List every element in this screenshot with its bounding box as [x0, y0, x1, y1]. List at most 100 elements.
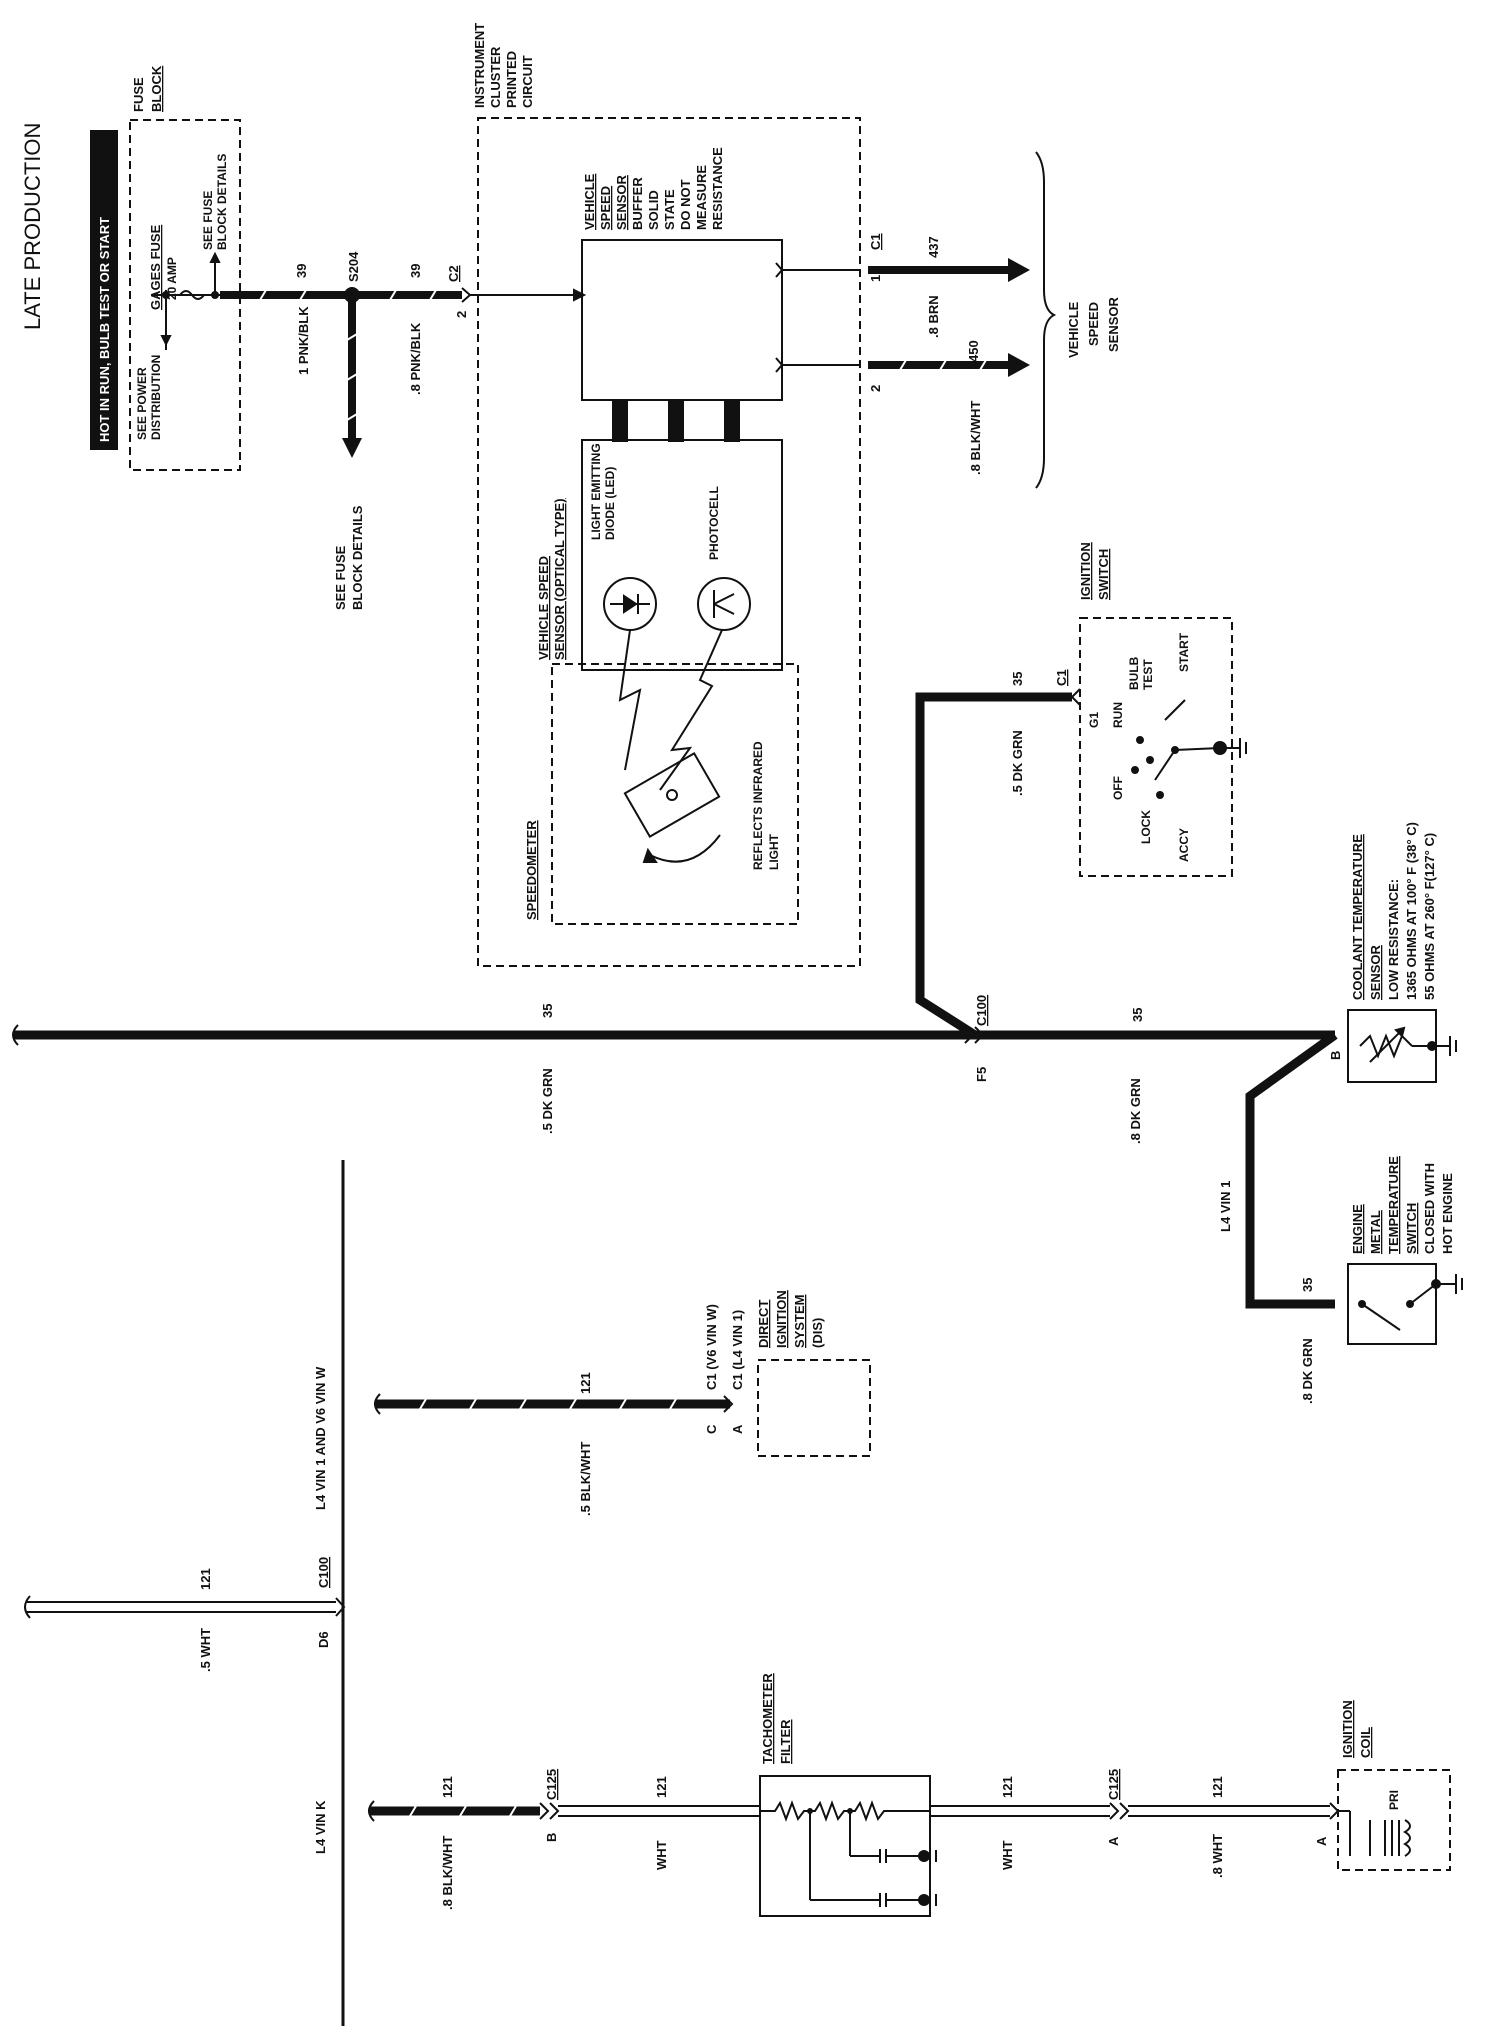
wht-wire	[24, 1595, 346, 1619]
buffer-8: MEASURE	[694, 165, 709, 230]
l4-vin1-wire	[1245, 1031, 1338, 1309]
wire1-circuit: 39	[294, 264, 309, 278]
vss-title-2: SPEED	[1086, 302, 1101, 346]
ign-bulb-1: BULB	[1127, 656, 1141, 690]
ign-off: OFF	[1111, 776, 1125, 800]
vss-w2-label: .8 BLK/WHT	[968, 401, 983, 475]
pin2: 2	[868, 385, 883, 392]
metal-title-1: ENGINE	[1350, 1204, 1365, 1254]
hot-banner-box	[90, 130, 118, 450]
l4-vin1-label: L4 VIN 1	[1218, 1181, 1233, 1232]
buffer-links	[612, 400, 740, 442]
buffer-9: RESISTANCE	[710, 147, 725, 230]
tach-filter-title-1: TACHOMETER	[760, 1673, 775, 1764]
dis-c1-v6: C1 (V6 VIN W)	[704, 1304, 719, 1390]
vss-w1-circuit: 437	[926, 236, 941, 258]
tach-c125-left-label: C125	[544, 1769, 559, 1800]
buffer-4: BUFFER	[630, 177, 645, 230]
bus-c100: C100	[974, 995, 989, 1026]
c1-output-label: C1	[868, 233, 883, 250]
metal-title-6: HOT ENGINE	[1440, 1173, 1455, 1254]
buffer-3: SENSOR	[614, 174, 629, 230]
tach-pin-a: A	[1106, 1836, 1121, 1846]
tach-w1-end	[368, 1800, 375, 1822]
wire1-label: 1 PNK/BLK	[296, 306, 311, 375]
gages-fuse-label: GAGES FUSE	[148, 224, 163, 310]
vss-w2-circuit: 450	[966, 340, 981, 362]
c2-connector	[461, 287, 587, 303]
tach-filter-box	[759, 1775, 931, 1917]
metal-title-5: CLOSED WITH	[1422, 1163, 1437, 1254]
ign-wire-circuit: 35	[1010, 672, 1025, 686]
vss-w1-label: .8 BRN	[926, 295, 941, 338]
cluster-title-3: PRINTED	[504, 51, 519, 108]
coil-pin-a: A	[1314, 1836, 1329, 1846]
dis-title-4: (DIS)	[810, 1318, 825, 1348]
wire2-label: .8 PNK/BLK	[408, 322, 423, 395]
ign-c1: C1	[1054, 669, 1069, 686]
photocell-icon	[697, 577, 751, 631]
wht-wire-circuit: 121	[198, 1568, 213, 1590]
wire-stripes	[259, 289, 437, 421]
coil-title-2: COIL	[1358, 1727, 1373, 1758]
tach-pin-b: B	[544, 1833, 559, 1842]
dis-wire-circuit: 121	[578, 1372, 593, 1394]
fuse-block-title: FUSE	[131, 77, 146, 112]
dis-title-3: SYSTEM	[792, 1295, 807, 1348]
c2-label: C2	[446, 265, 461, 282]
wire2-circuit: 39	[408, 264, 423, 278]
coil-icon	[1338, 1810, 1411, 1857]
see-power-1: SEE POWER	[135, 367, 149, 440]
vss-arrow-2	[1008, 353, 1030, 377]
wht-wire-label: .5 WHT	[198, 1628, 213, 1672]
cluster-outline	[477, 117, 861, 967]
bus-c100-connector	[964, 1026, 985, 1044]
fuse-block-outline	[129, 119, 241, 471]
ign-switch-title-2: SWITCH	[1096, 549, 1111, 600]
tach-filter-dots	[807, 1808, 930, 1906]
tach-vin-label: L4 VIN K	[313, 1800, 328, 1854]
ign-start: START	[1177, 632, 1191, 672]
ign-switch-contacts	[1131, 699, 1247, 799]
buffer-2: SPEED	[598, 186, 613, 230]
ign-bulb-2: TEST	[1141, 659, 1155, 690]
buffer-7: DO NOT	[678, 179, 693, 230]
fuse-symbol	[152, 251, 221, 350]
tach-c125-right-label: C125	[1106, 1769, 1121, 1800]
dis-title-1: DIRECT	[756, 1300, 771, 1348]
ign-switch-box	[1079, 617, 1233, 877]
ignition-coil-box	[1337, 1769, 1451, 1871]
splice-s204	[344, 287, 360, 303]
bus-left-label: .5 DK GRN	[540, 1068, 555, 1134]
speedometer-label: SPEEDOMETER	[524, 820, 539, 920]
splice-label: S204	[346, 251, 361, 282]
tach-w2-circuit: 121	[654, 1776, 669, 1798]
ign-switch-title-1: IGNITION	[1078, 542, 1093, 600]
ign-feed-wire	[915, 692, 1072, 1039]
dis-pin-c: C	[704, 1424, 719, 1434]
tach-w4-label: .8 WHT	[1210, 1834, 1225, 1878]
coolant-title-1: COOLANT TEMPERATURE	[1350, 834, 1365, 1000]
cluster-title-4: CIRCUIT	[520, 55, 535, 108]
vss-stripes	[899, 359, 987, 371]
tach-w1-label: .8 BLK/WHT	[440, 1836, 455, 1910]
dis-stripes	[419, 1398, 677, 1410]
vss-title-3: SENSOR	[1106, 296, 1121, 352]
metal-title-4: SWITCH	[1404, 1203, 1419, 1254]
ign-wire-label: .5 DK GRN	[1010, 730, 1025, 796]
tach-w3-label: WHT	[1000, 1840, 1015, 1870]
c2-pin: 2	[454, 311, 469, 318]
vss-title-1: VEHICLE	[1066, 301, 1081, 358]
ign-lock: LOCK	[1139, 810, 1153, 844]
tach-w4	[1128, 1805, 1330, 1817]
reflects-2: LIGHT	[767, 833, 781, 870]
optical-2: SENSOR (OPTICAL TYPE)	[552, 498, 567, 660]
vss-brace	[1035, 151, 1057, 489]
page-title: LATE PRODUCTION	[20, 123, 45, 330]
cluster-title-2: CLUSTER	[488, 46, 503, 108]
reflects-1: REFLECTS INFRARED	[751, 741, 765, 870]
cluster-title-1: INSTRUMENT	[472, 23, 487, 108]
wht-d6: D6	[316, 1631, 331, 1648]
tach-stripes	[409, 1805, 517, 1817]
